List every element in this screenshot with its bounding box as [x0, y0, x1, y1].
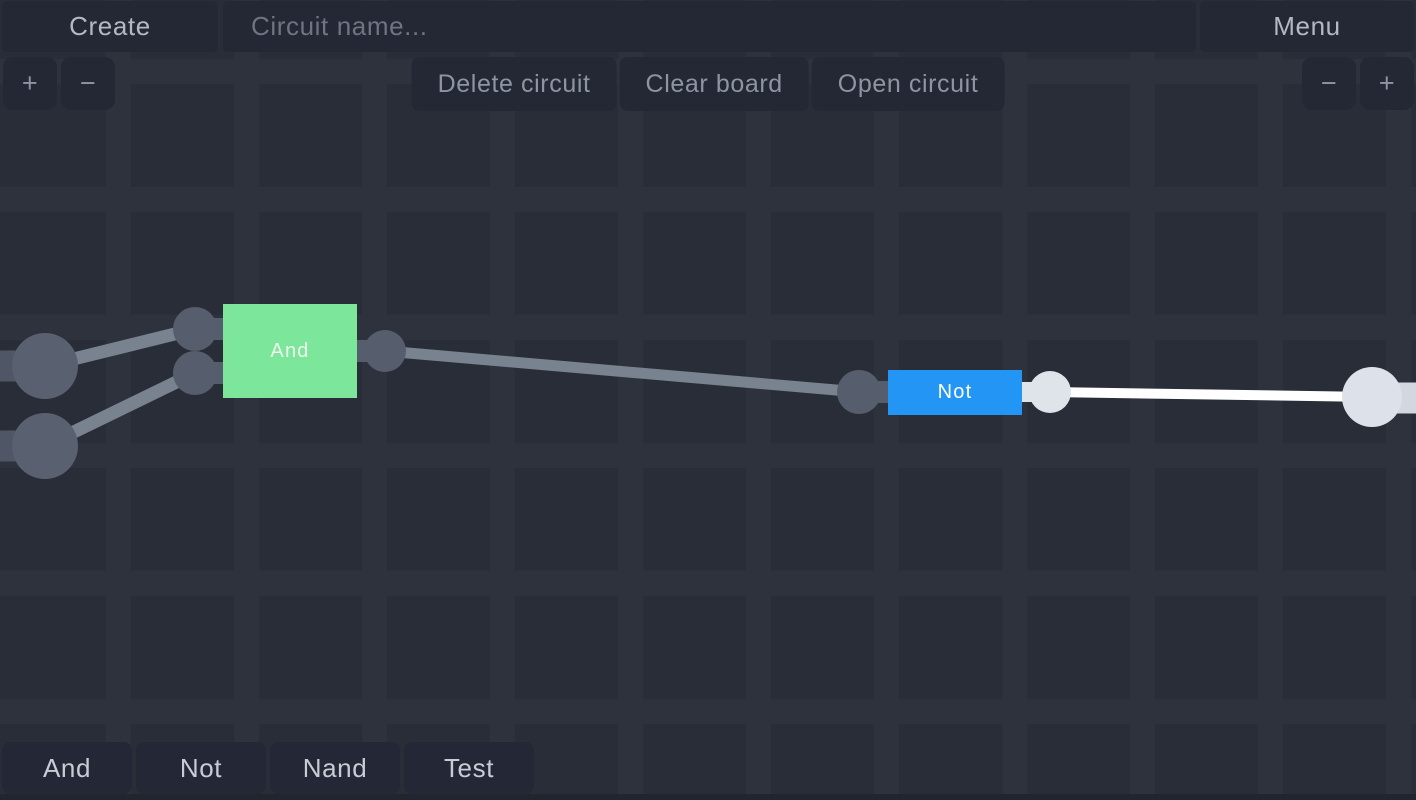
bottom-edge-strip — [0, 794, 1416, 800]
circuit-actions: Delete circuit Clear board Open circuit — [411, 57, 1005, 111]
zoom-in-button-left[interactable]: + — [3, 57, 57, 110]
delete-circuit-button[interactable]: Delete circuit — [411, 57, 617, 111]
node-and-in-a[interactable] — [173, 307, 217, 351]
node-input-1[interactable] — [12, 333, 78, 399]
node-output[interactable] — [1342, 367, 1402, 427]
create-button[interactable]: Create — [2, 1, 218, 52]
palette-item-test[interactable]: Test — [404, 742, 534, 794]
gate-not[interactable]: Not — [888, 370, 1022, 415]
palette-item-and[interactable]: And — [2, 742, 132, 794]
clear-board-button[interactable]: Clear board — [619, 57, 809, 111]
wire-and-to-not[interactable] — [384, 345, 860, 398]
gate-label: Not — [937, 381, 973, 403]
zoom-out-button-right[interactable]: − — [1302, 57, 1356, 110]
circuit-name-input[interactable] — [223, 1, 1196, 52]
gate-and[interactable]: And — [223, 304, 357, 398]
menu-button[interactable]: Menu — [1200, 1, 1414, 52]
open-circuit-button[interactable]: Open circuit — [811, 57, 1005, 111]
wire-not-to-output[interactable] — [1049, 387, 1373, 402]
node-and-in-b[interactable] — [173, 351, 217, 395]
node-not-out[interactable] — [1029, 371, 1071, 413]
node-input-2[interactable] — [12, 413, 78, 479]
palette-item-not[interactable]: Not — [136, 742, 266, 794]
gate-label: And — [270, 339, 310, 362]
node-and-out[interactable] — [364, 330, 406, 372]
palette-item-nand[interactable]: Nand — [270, 742, 400, 794]
zoom-in-button-right[interactable]: + — [1360, 57, 1414, 110]
gate-palette: And Not Nand Test — [2, 742, 534, 794]
zoom-out-button-left[interactable]: − — [61, 57, 115, 110]
node-not-in[interactable] — [837, 370, 881, 414]
